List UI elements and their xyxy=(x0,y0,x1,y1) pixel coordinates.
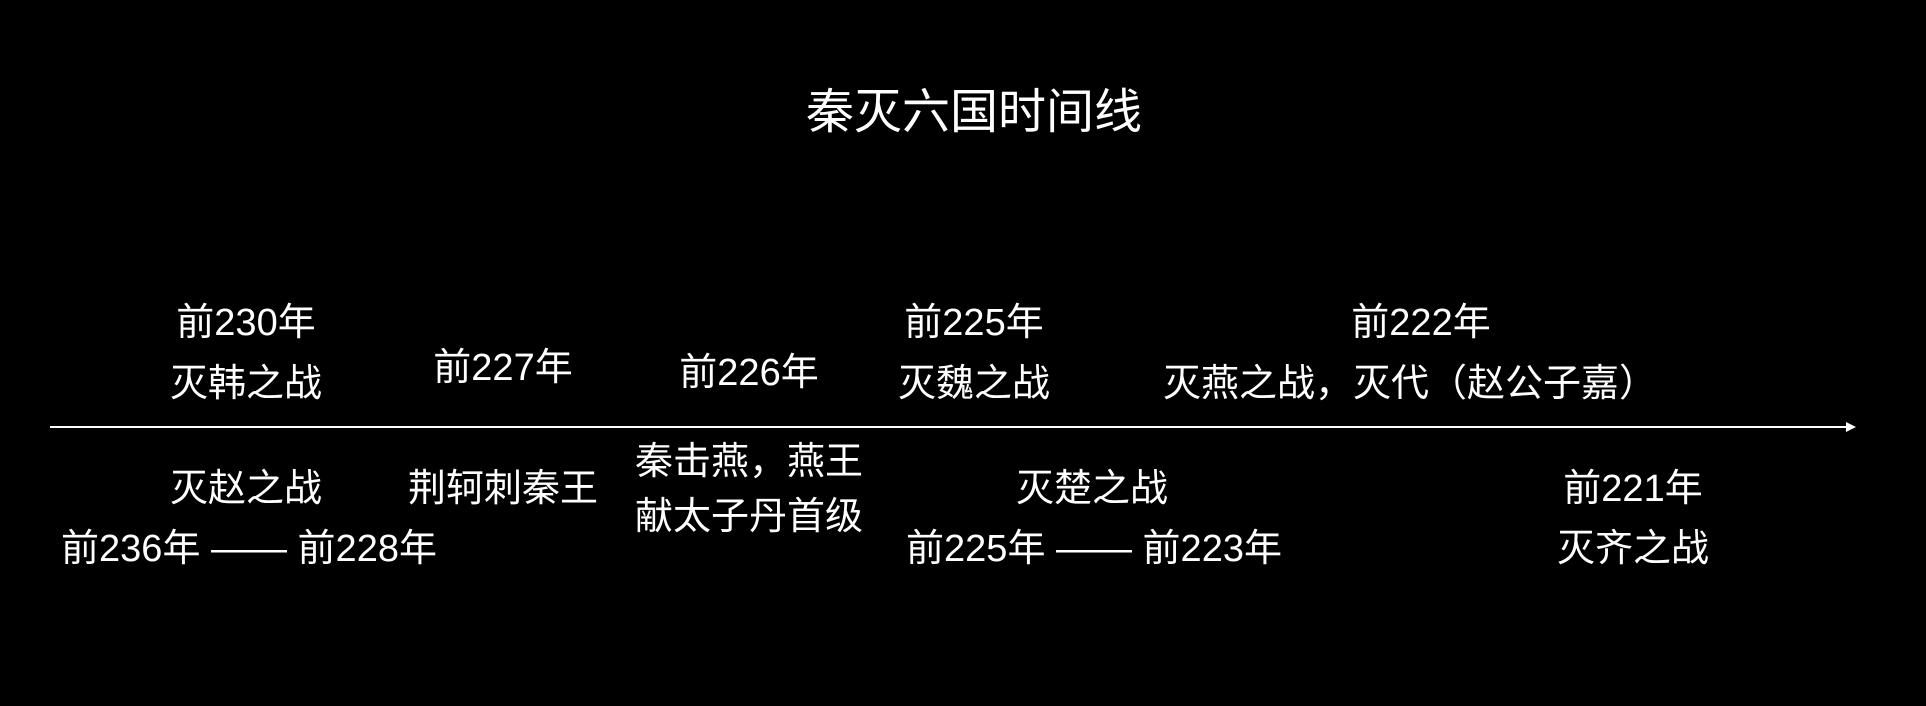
event-label: 秦击燕，燕王 xyxy=(634,441,864,483)
event-label: 灭魏之战 xyxy=(897,363,1051,405)
year-range-label: 前236年 —— 前228年 xyxy=(61,528,437,570)
year-label: 前227年 xyxy=(433,347,573,389)
year-label: 前226年 xyxy=(679,352,819,394)
event-label: 灭韩之战 xyxy=(169,363,323,405)
event-label: 荆轲刺秦王 xyxy=(407,468,599,510)
year-range-label: 前225年 —— 前223年 xyxy=(906,528,1282,570)
timeline-title: 秦灭六国时间线 xyxy=(805,86,1143,139)
year-label: 前222年 xyxy=(1351,302,1491,344)
year-label: 前230年 xyxy=(176,302,316,344)
event-label: 灭燕之战，灭代（赵公子嘉） xyxy=(1162,363,1658,405)
event-label: 灭楚之战 xyxy=(1015,468,1169,510)
event-label: 灭赵之战 xyxy=(169,468,323,510)
event-label: 灭齐之战 xyxy=(1556,528,1710,570)
year-label: 前225年 xyxy=(904,302,1044,344)
event-label: 献太子丹首级 xyxy=(634,496,864,538)
arrow-head-icon xyxy=(1846,422,1856,432)
year-label: 前221年 xyxy=(1563,468,1703,510)
